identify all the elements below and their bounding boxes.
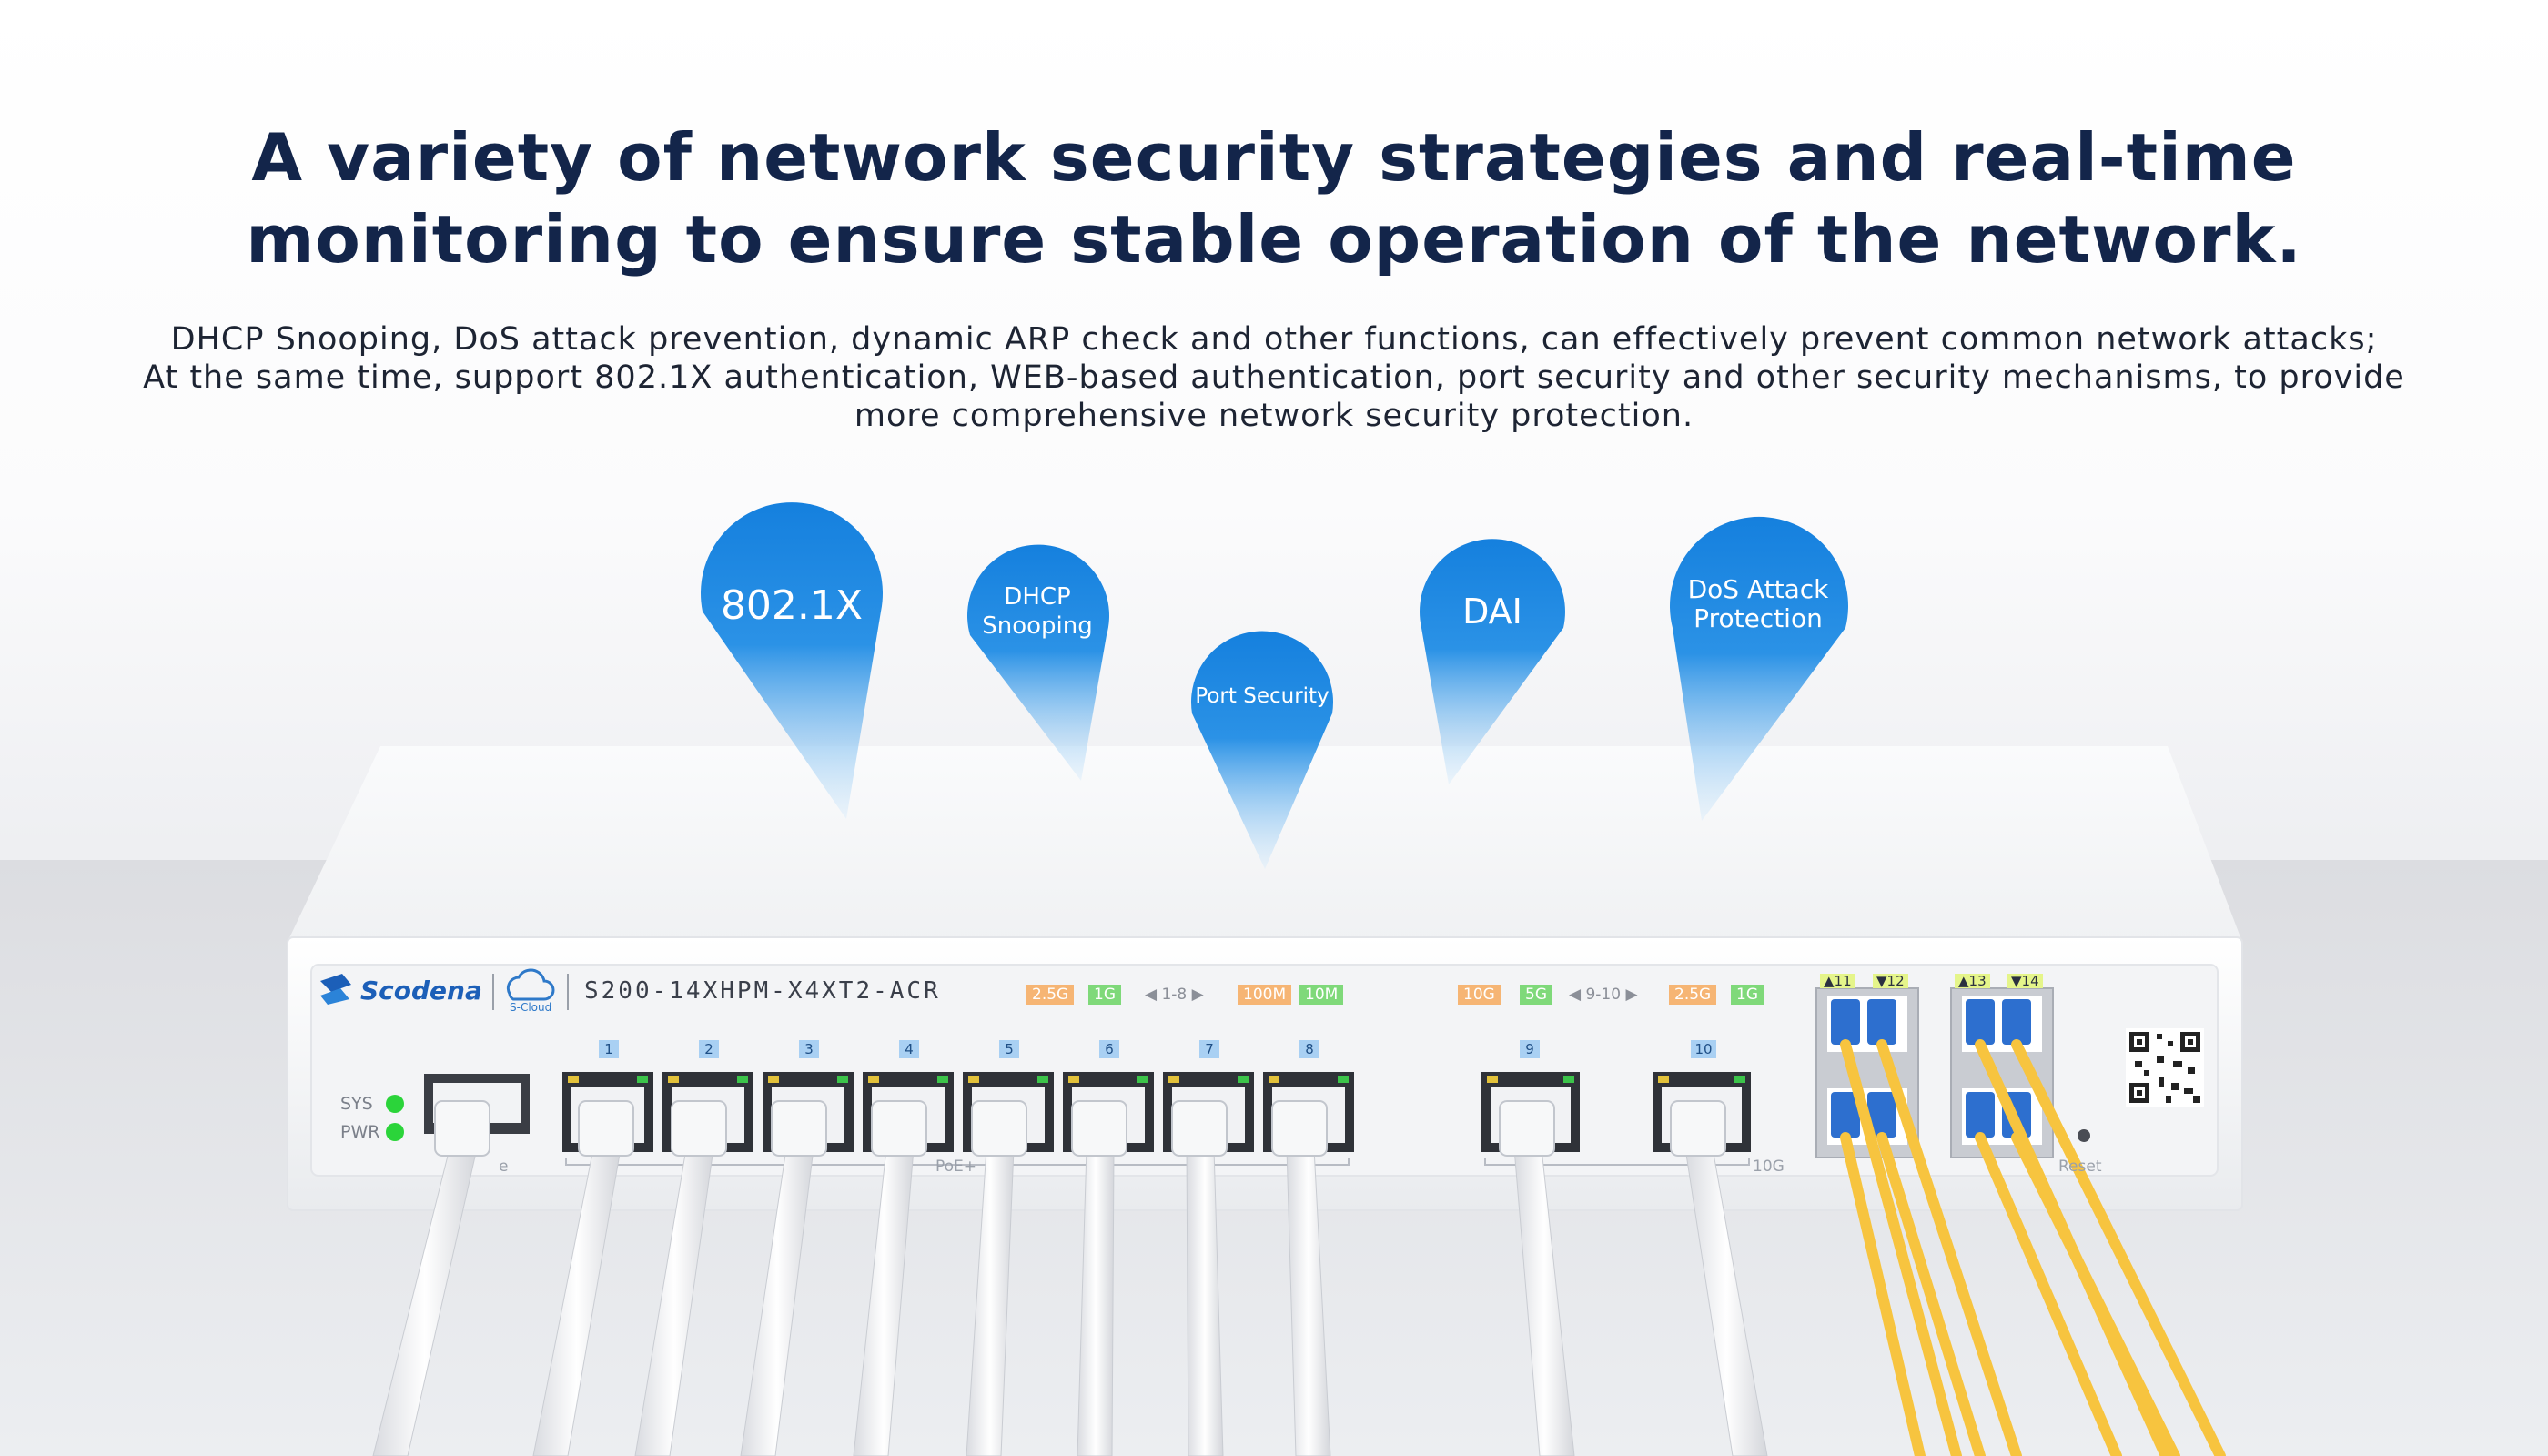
cloud-brand-label: S-Cloud xyxy=(510,1001,552,1014)
reset-button[interactable] xyxy=(2078,1129,2090,1142)
sfp-port-number: ▼12 xyxy=(1873,974,1908,988)
cable-plugs xyxy=(434,1100,1726,1157)
console-label: e xyxy=(499,1158,509,1176)
pwr-led xyxy=(386,1123,404,1141)
speed-tag: 10M xyxy=(1299,985,1344,1005)
pin-label-8021x: 802.1X xyxy=(720,582,864,629)
port-number: 6 xyxy=(1099,1040,1119,1058)
pin-port-security xyxy=(1191,631,1333,869)
sys-led xyxy=(386,1095,404,1113)
pin-8021x xyxy=(700,502,883,819)
pin-label-port-security: Port Security xyxy=(1195,684,1330,708)
description-line-3: more comprehensive network security prot… xyxy=(854,398,1694,434)
ethernet-cables xyxy=(372,1148,1768,1456)
poe-bracket xyxy=(565,1158,1350,1166)
port-number: 9 xyxy=(1520,1040,1540,1058)
sfp-port-number: ▼14 xyxy=(2007,974,2043,988)
model-number: S200-14XHPM-X4XT2-ACR xyxy=(584,977,941,1005)
description-line-1: DHCP Snooping, DoS attack prevention, dy… xyxy=(170,321,2378,358)
port-number: 3 xyxy=(799,1040,819,1058)
port-range-1-text: 1-8 xyxy=(1161,986,1188,1004)
headline-line-1: A variety of network security strategies… xyxy=(251,119,2297,196)
description: DHCP Snooping, DoS attack prevention, dy… xyxy=(0,320,2548,435)
sfp-port-number-text: 11 xyxy=(1834,973,1852,989)
sfp-port-number: ▲11 xyxy=(1820,974,1855,988)
speed-tag: 2.5G xyxy=(1026,985,1075,1005)
port-range-1: ◀ 1-8 ▶ xyxy=(1145,986,1204,1004)
cloud-icon xyxy=(506,968,555,1001)
port-number: 5 xyxy=(999,1040,1019,1058)
pin-label-dos: DoS Attack Protection xyxy=(1687,574,1829,633)
pwr-led-label: PWR xyxy=(340,1122,380,1142)
port-range-2-text: 9-10 xyxy=(1585,986,1622,1004)
sfp-port-number-text: 12 xyxy=(1886,973,1905,989)
speed-tag: 5G xyxy=(1520,985,1552,1005)
tenG-label: 10G xyxy=(1753,1158,1785,1176)
pin-dai xyxy=(1420,539,1565,784)
headline: A variety of network security strategies… xyxy=(0,116,2548,280)
pin-label-dhcp: DHCP Snooping xyxy=(982,583,1093,640)
description-line-2: At the same time, support 802.1X authent… xyxy=(143,359,2405,396)
fiber-cables xyxy=(1840,1039,2226,1456)
port-number: 8 xyxy=(1299,1040,1320,1058)
xg-bracket xyxy=(1484,1158,1750,1166)
poe-label: PoE+ xyxy=(935,1158,977,1176)
port-number: 4 xyxy=(899,1040,919,1058)
sfp-port-number-text: 14 xyxy=(2021,973,2039,989)
sys-led-label: SYS xyxy=(340,1094,373,1114)
speed-tag: 2.5G xyxy=(1669,985,1717,1005)
pin-dos-attack xyxy=(1670,516,1849,821)
sfp-port-number-text: 13 xyxy=(1968,973,1987,989)
port-number: 7 xyxy=(1199,1040,1219,1058)
port-number: 1 xyxy=(599,1040,619,1058)
reset-label: Reset xyxy=(2058,1158,2102,1176)
qr-code xyxy=(2126,1028,2204,1107)
port-number: 2 xyxy=(699,1040,719,1058)
speed-tag: 100M xyxy=(1238,985,1292,1005)
brand-name: Scodena xyxy=(360,976,482,1006)
headline-line-2: monitoring to ensure stable operation of… xyxy=(246,201,2302,278)
sfp-port-number: ▲13 xyxy=(1955,974,1990,988)
speed-tag: 1G xyxy=(1088,985,1121,1005)
scodena-logo-icon xyxy=(320,974,351,1005)
port-number: 10 xyxy=(1691,1040,1716,1058)
pin-label-dai: DAI xyxy=(1462,592,1522,632)
speed-tag: 1G xyxy=(1731,985,1764,1005)
pin-dhcp-snooping xyxy=(967,544,1109,781)
speed-tag: 10G xyxy=(1458,985,1501,1005)
port-range-2: ◀ 9-10 ▶ xyxy=(1569,986,1638,1004)
